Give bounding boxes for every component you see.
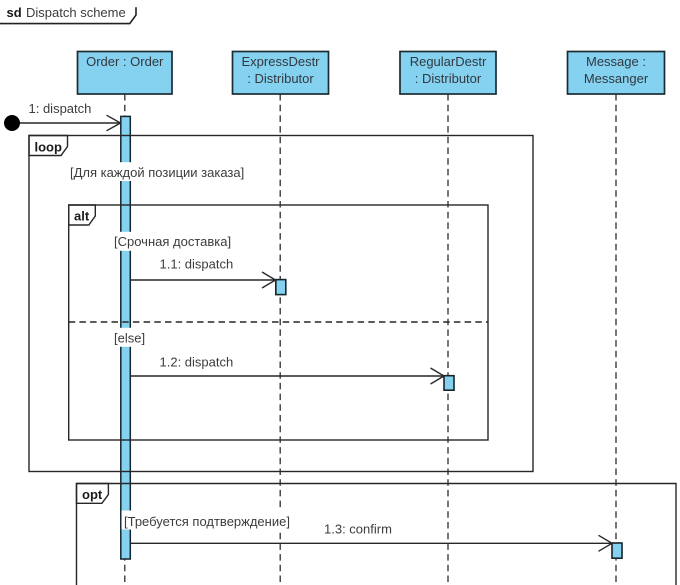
svg-text:: Distributor: : Distributor: [415, 71, 482, 86]
svg-text:1: dispatch: 1: dispatch: [29, 101, 92, 116]
svg-text:sd: sd: [7, 5, 22, 20]
svg-text:RegularDestr: RegularDestr: [410, 54, 487, 69]
svg-text:Messanger: Messanger: [584, 71, 649, 86]
svg-text:[Требуется подтверждение]: [Требуется подтверждение]: [124, 514, 290, 529]
svg-text:: Distributor: : Distributor: [247, 71, 314, 86]
svg-text:1.3: confirm: 1.3: confirm: [324, 522, 392, 537]
svg-text:Order : Order: Order : Order: [86, 54, 164, 69]
svg-text:Message :: Message :: [586, 54, 646, 69]
svg-text:opt: opt: [82, 487, 103, 502]
svg-text:1.1: dispatch: 1.1: dispatch: [160, 257, 234, 272]
svg-text:ExpressDestr: ExpressDestr: [241, 54, 320, 69]
svg-text:loop: loop: [35, 140, 62, 155]
svg-text:alt: alt: [74, 209, 90, 224]
svg-text:[Срочная доставка]: [Срочная доставка]: [114, 234, 231, 249]
svg-text:[else]: [else]: [114, 330, 145, 345]
svg-text:Dispatch scheme: Dispatch scheme: [26, 5, 126, 20]
svg-text:1.2: dispatch: 1.2: dispatch: [160, 355, 234, 370]
svg-text:[Для каждой позиции заказа]: [Для каждой позиции заказа]: [70, 165, 244, 180]
